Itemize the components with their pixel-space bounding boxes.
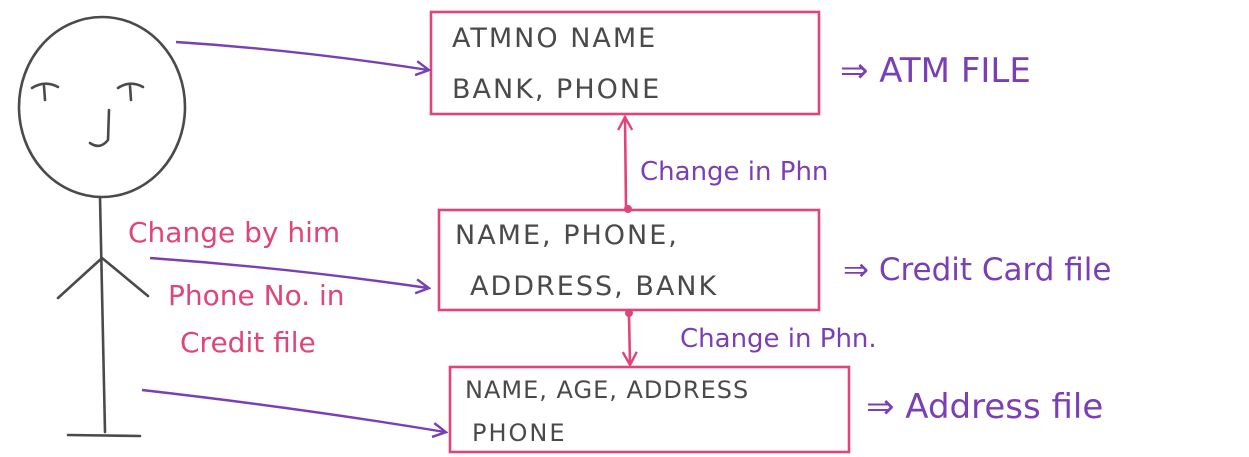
- person-note-line3: Credit file: [180, 326, 316, 359]
- person-to-atm-arrow: [175, 40, 428, 70]
- credit-box-line1: NAME, PHONE,: [455, 220, 679, 251]
- person-note-line1: Change by him: [128, 216, 340, 249]
- person-feet: [66, 433, 142, 438]
- person-left-eye: [30, 82, 60, 102]
- credit-to-atm-label: Change in Phn: [640, 157, 828, 187]
- address-box-line1: NAME, AGE, ADDRESS: [465, 376, 749, 404]
- person-note-line2: Phone No. in: [168, 279, 345, 312]
- atm-file-label: ⇒ ATM FILE: [840, 51, 1031, 91]
- person-body: [98, 195, 107, 434]
- credit-bottom-dot: [625, 309, 633, 317]
- credit-box-line2: ADDRESS, BANK: [470, 271, 718, 302]
- atm-box-line1: ATMNO NAME: [452, 23, 657, 54]
- person-nose: [88, 108, 111, 148]
- stick-figure-icon: [17, 15, 187, 438]
- address-file-box: [448, 365, 851, 454]
- person-arms: [56, 256, 150, 300]
- address-box-line2: PHONE: [472, 419, 567, 447]
- credit-to-address-label: Change in Phn.: [680, 324, 877, 354]
- credit-to-address-arrow: [629, 314, 630, 364]
- person-to-address-arrow: [141, 388, 445, 432]
- credit-to-atm-arrow: [625, 118, 626, 208]
- atm-box-line2: BANK, PHONE: [452, 74, 661, 105]
- person-right-eye: [116, 82, 145, 102]
- address-file-label: ⇒ Address file: [866, 387, 1103, 427]
- person-to-credit-arrow: [149, 256, 428, 288]
- credit-card-file-label: ⇒ Credit Card file: [843, 252, 1112, 288]
- person-head: [17, 15, 187, 199]
